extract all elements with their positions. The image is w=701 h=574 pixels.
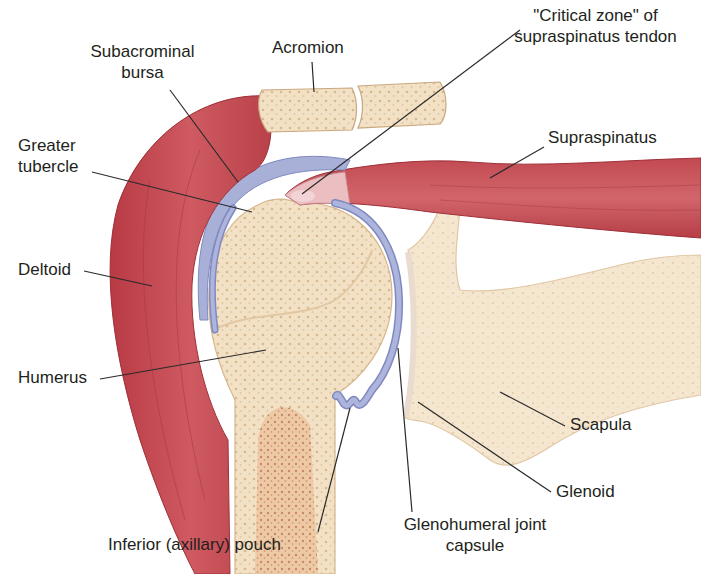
deltoid-muscle <box>110 96 271 574</box>
part-label: Inferior (axillary) pouch <box>108 535 358 556</box>
part-label: Greater tubercle <box>18 136 118 177</box>
part-label: Humerus <box>18 368 108 389</box>
critical-zone <box>291 190 315 202</box>
part-label: Scapula <box>570 415 680 436</box>
part-label: Glenohumeral joint capsule <box>400 515 550 556</box>
supraspinatus-muscle <box>285 158 701 238</box>
part-label: Glenoid <box>556 482 676 503</box>
part-label: Supraspinatus <box>548 128 696 149</box>
part-label: Acromion <box>272 38 382 59</box>
part-label: "Critical zone" of supraspinatus tendon <box>498 6 693 47</box>
joint-capsule <box>335 203 399 405</box>
leader-lines <box>84 30 565 532</box>
scapula-bone <box>405 202 701 466</box>
humerus-bone <box>209 199 392 574</box>
acromion-bone <box>358 82 446 128</box>
epiphyseal-line <box>214 250 372 330</box>
joint-capsule <box>212 208 233 330</box>
glenoid-cartilage <box>406 252 414 416</box>
part-label: Deltoid <box>18 260 108 281</box>
joint-capsule <box>335 203 399 405</box>
part-label: Subacrominal bursa <box>80 42 205 83</box>
joint-capsule <box>212 208 233 330</box>
supraspinatus-tendon <box>285 172 350 205</box>
acromion-bone <box>259 88 357 132</box>
deltoid-fibers <box>143 150 205 520</box>
supraspinatus-fibers <box>430 185 701 210</box>
